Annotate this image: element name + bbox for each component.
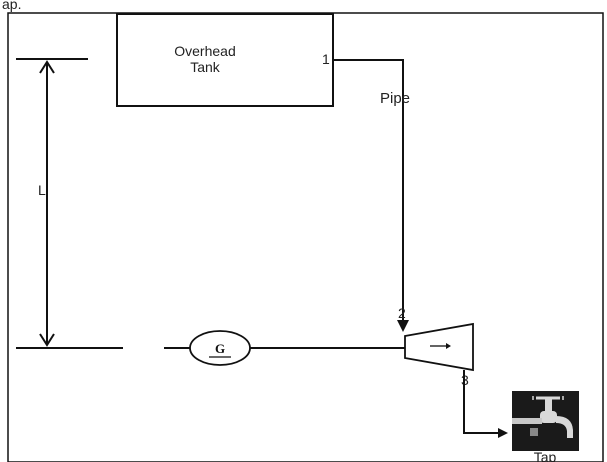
height-arrow-bottom [39,333,55,347]
tap-inlet-pipe [512,418,542,424]
outlet-pipe [463,370,500,434]
turbine [404,322,474,372]
tank-label-line2: Tank [190,59,221,75]
overhead-tank: Overhead Tank [116,13,334,107]
tank-box [116,13,334,107]
height-label: L [38,182,46,198]
height-dimension: L [16,58,123,349]
pipe-line [333,59,404,322]
height-arrow-top [39,60,55,74]
generator: G [189,330,251,366]
point-2-label: 2 [398,305,406,321]
outlet-arrowhead [498,428,508,438]
generator-label: G [215,341,225,356]
tap-wall-mount [530,428,538,436]
tap-stem [545,398,552,412]
turbine-body [404,322,474,372]
point-1-label: 1 [322,51,330,67]
tap-label: Tap [534,449,557,462]
tank-label-line1: Overhead [174,43,235,59]
tap-spout [556,416,573,438]
tap-valve-body [540,411,557,423]
pipe-label: Pipe [380,90,410,107]
tap-icon [512,391,579,451]
top-text-fragment: ap. [2,0,21,12]
turbine-flow-arrowhead [446,343,451,349]
pipe-arrowhead [397,320,409,332]
